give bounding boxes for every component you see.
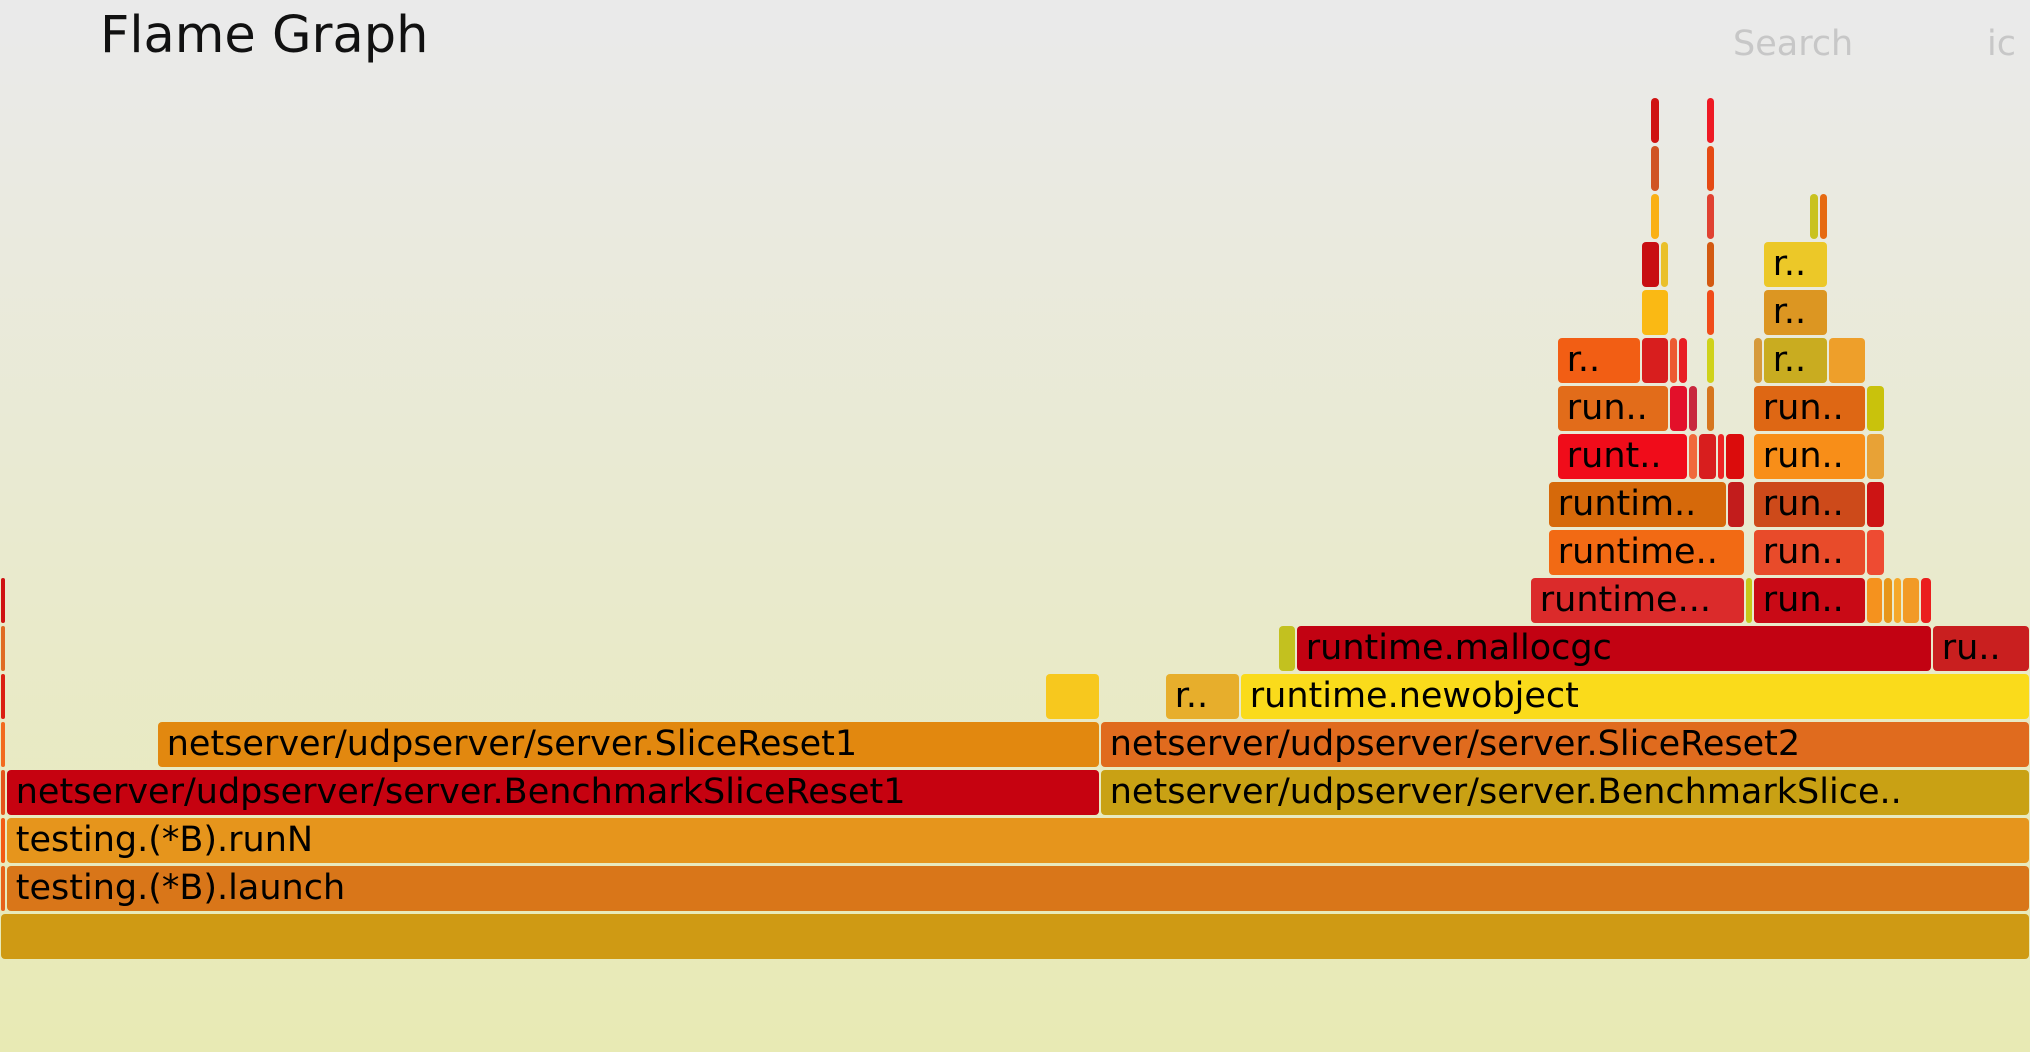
flame-frame[interactable] (1641, 242, 1660, 287)
flame-frame[interactable] (1745, 578, 1753, 623)
flame-frame[interactable] (1893, 578, 1902, 623)
flame-frame-label: runtime.newobject (1249, 676, 1579, 716)
flame-frame[interactable] (1902, 578, 1920, 623)
flame-frame[interactable] (1920, 578, 1932, 623)
flame-frame[interactable]: netserver/udpserver/server.SliceReset1 (157, 722, 1100, 767)
flame-frame-label: testing.(*B).runN (15, 820, 314, 860)
flame-frame[interactable] (0, 914, 2030, 959)
flame-frame[interactable]: r.. (1557, 338, 1641, 383)
flame-frame[interactable] (1698, 434, 1717, 479)
flame-frame[interactable]: r.. (1165, 674, 1240, 719)
flame-frame-label: netserver/udpserver/server.SliceReset2 (1109, 724, 1801, 764)
flame-frame[interactable]: netserver/udpserver/server.BenchmarkSlic… (1100, 770, 2030, 815)
flame-frame-label: run.. (1762, 580, 1844, 620)
flame-frame-label: ru.. (1941, 628, 2001, 668)
ignore-case-toggle[interactable]: ic (1987, 24, 2016, 64)
flame-frame-label: run.. (1762, 436, 1844, 476)
flame-frame-label: netserver/udpserver/server.BenchmarkSlic… (1109, 772, 1902, 812)
flame-frame[interactable] (1706, 338, 1715, 383)
flame-frame[interactable] (1866, 386, 1885, 431)
flame-frame[interactable] (1678, 338, 1688, 383)
flame-frame[interactable] (1641, 338, 1669, 383)
flame-frame[interactable]: run.. (1753, 434, 1866, 479)
flame-frame[interactable]: run.. (1557, 386, 1669, 431)
flame-frame[interactable] (1717, 434, 1725, 479)
flame-frame[interactable]: testing.(*B).runN (6, 818, 2030, 863)
flame-frame[interactable] (0, 818, 6, 863)
flame-frame[interactable] (1727, 482, 1745, 527)
flame-frame[interactable]: runtim.. (1548, 482, 1727, 527)
flame-frame[interactable]: run.. (1753, 530, 1866, 575)
flame-frame[interactable] (1828, 338, 1866, 383)
flame-frame-label: run.. (1762, 484, 1844, 524)
flame-frame[interactable]: netserver/udpserver/server.SliceReset2 (1100, 722, 2030, 767)
flame-frame[interactable] (1706, 146, 1715, 191)
search-button[interactable]: Search (1733, 24, 1854, 64)
flame-frame[interactable] (1809, 194, 1819, 239)
flame-frame-label: runtim.. (1557, 484, 1697, 524)
flame-frame-label: r.. (1772, 340, 1807, 380)
flame-frame-label: r.. (1772, 244, 1807, 284)
flame-frame[interactable]: runt.. (1557, 434, 1688, 479)
flame-frame-label: netserver/udpserver/server.SliceReset1 (166, 724, 858, 764)
flame-frame[interactable]: run.. (1753, 386, 1866, 431)
flame-frame[interactable] (1866, 578, 1883, 623)
flame-frame[interactable]: r.. (1763, 242, 1828, 287)
flame-frame[interactable] (0, 626, 6, 671)
flame-frame[interactable] (1641, 290, 1669, 335)
flame-frame-label: run.. (1762, 388, 1844, 428)
flame-frame-label: run.. (1566, 388, 1648, 428)
flame-frame[interactable]: runtime... (1530, 578, 1745, 623)
flame-frame[interactable]: ru.. (1932, 626, 2030, 671)
flame-frame[interactable] (0, 722, 6, 767)
flame-frame[interactable] (1688, 434, 1698, 479)
flame-frame[interactable] (1866, 530, 1885, 575)
flame-frame[interactable]: runtime.mallocgc (1296, 626, 1932, 671)
flame-frame[interactable]: netserver/udpserver/server.BenchmarkSlic… (6, 770, 1100, 815)
flame-frame[interactable]: r.. (1763, 338, 1828, 383)
flame-frame[interactable] (1706, 194, 1715, 239)
flame-frame[interactable] (1706, 98, 1715, 143)
flame-frame[interactable] (1660, 242, 1669, 287)
flame-frame[interactable]: r.. (1763, 290, 1828, 335)
flame-frame-label: r.. (1566, 340, 1601, 380)
flame-frame[interactable] (1278, 626, 1296, 671)
flame-frame[interactable] (0, 866, 6, 911)
flame-frame[interactable]: runtime.newobject (1240, 674, 2030, 719)
flame-frame[interactable] (1819, 194, 1828, 239)
flame-frame-label: runtime.. (1557, 532, 1718, 572)
flame-frame-label: runt.. (1566, 436, 1662, 476)
flame-frame[interactable] (1045, 674, 1100, 719)
flame-frame-label: r.. (1772, 292, 1807, 332)
flame-frame[interactable] (1650, 146, 1660, 191)
flame-frame[interactable] (1866, 434, 1885, 479)
page-title: Flame Graph (100, 6, 429, 65)
flame-frame[interactable]: runtime.. (1548, 530, 1745, 575)
flame-frame[interactable] (1706, 242, 1715, 287)
flame-frame[interactable] (0, 578, 6, 623)
flame-frame[interactable] (1866, 482, 1885, 527)
flame-frame-label: runtime... (1539, 580, 1711, 620)
flame-frame[interactable] (1650, 194, 1660, 239)
flame-frame[interactable]: testing.(*B).launch (6, 866, 2030, 911)
flame-frame[interactable]: run.. (1753, 482, 1866, 527)
flame-frame[interactable] (1706, 386, 1715, 431)
flame-frame[interactable] (1753, 338, 1763, 383)
flame-frame[interactable]: run.. (1753, 578, 1866, 623)
flame-frame-label: run.. (1762, 532, 1844, 572)
flame-frame[interactable] (1706, 290, 1715, 335)
flame-frame[interactable] (1669, 386, 1688, 431)
flame-frame-label: runtime.mallocgc (1305, 628, 1612, 668)
flame-frame[interactable] (1725, 434, 1745, 479)
flame-frame[interactable] (1688, 386, 1698, 431)
flame-frame[interactable] (1650, 98, 1660, 143)
flame-frame-label: r.. (1174, 676, 1209, 716)
flame-frame[interactable] (0, 674, 6, 719)
flame-frame-label: netserver/udpserver/server.BenchmarkSlic… (15, 772, 906, 812)
flame-frame-label: testing.(*B).launch (15, 868, 346, 908)
flame-frame[interactable] (0, 770, 6, 815)
flame-frame[interactable] (1669, 338, 1678, 383)
flame-frame[interactable] (1883, 578, 1893, 623)
